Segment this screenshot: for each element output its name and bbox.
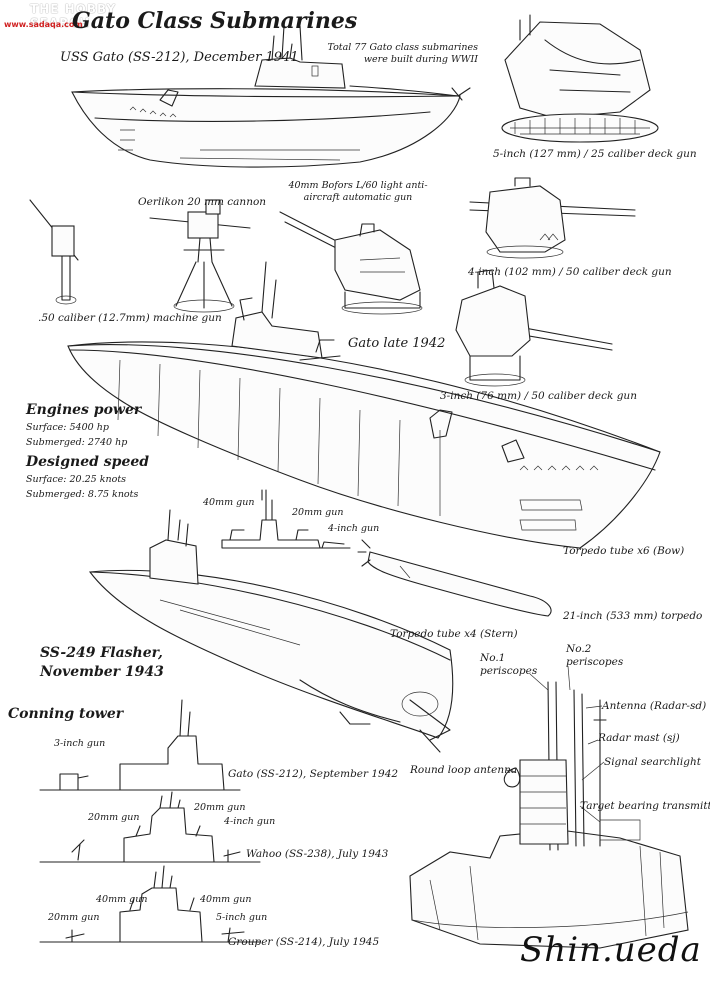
label-mg50: .50 caliber (12.7mm) machine gun (38, 312, 222, 324)
speed-submerged: Submerged: 8.75 knots (26, 489, 139, 500)
mast-searchlight-label: Signal searchlight (604, 756, 701, 768)
gato-1941-subtitle: USS Gato (SS-212), December 1941 (60, 50, 299, 65)
torpedo-drawing (357, 539, 552, 617)
oerlikon-drawing (149, 199, 251, 313)
label-five-inch-gun: 5-inch (127 mm) / 25 caliber deck gun (493, 148, 697, 160)
flasher-label-20mm: 20mm gun (292, 507, 344, 518)
conning-grouper-silhouette (39, 865, 261, 943)
conning-gato-gun: 3-inch gun (54, 738, 106, 749)
mast-leader-lines (505, 665, 605, 823)
conning-gato-caption: Gato (SS-212), September 1942 (228, 768, 399, 780)
mast-no1-label: No.1 (480, 652, 506, 664)
label-three-inch-gun: 3-inch (76 mm) / 50 caliber deck gun (440, 390, 637, 402)
conning-gato-silhouette (39, 699, 241, 791)
label-bofors: 40mm Bofors L/60 light anti-aircraft aut… (288, 180, 428, 203)
engines-surface: Surface: 5400 hp (26, 422, 109, 433)
label-torpedo: 21-inch (533 mm) torpedo (563, 610, 703, 622)
gato-1941-hull (71, 25, 471, 168)
conning-grouper-5inch: 5-inch gun (216, 912, 268, 923)
bridge-masts-drawing (409, 681, 689, 949)
flasher-label-4inch: 4-inch gun (328, 523, 380, 534)
watermark-bottom-text: www.sadaqa.com (4, 20, 83, 29)
engines-title: Engines power (26, 402, 142, 418)
label-oerlikon: Oerlikon 20 mm cannon (138, 196, 267, 208)
conning-wahoo-20mm-a: 20mm gun (88, 812, 140, 823)
mast-radar-label: Radar mast (sj) (598, 732, 680, 744)
mast-tbt-label: Target bearing transmitter (580, 800, 710, 812)
watermark-logo: THE HOBBY SEARCH www.sadaqa.com (0, 0, 140, 36)
conning-grouper-caption: Grouper (SS-214), July 1945 (228, 936, 380, 948)
mg50-drawing (29, 199, 79, 305)
speed-title: Designed speed (26, 454, 150, 470)
conning-wahoo-silhouette (39, 791, 261, 863)
five-inch-gun-drawing (501, 14, 659, 143)
engines-submerged: Submerged: 2740 hp (26, 437, 128, 448)
three-inch-gun-drawing (455, 269, 613, 387)
flasher-label-40mm: 40mm gun (203, 497, 255, 508)
label-stern-tubes: Torpedo tube x4 (Stern) (390, 628, 518, 640)
conning-wahoo-20mm-b: 20mm gun (194, 802, 246, 813)
mast-no2-periscopes: periscopes (566, 656, 624, 668)
total-built-note: Total 77 Gato class submarines were buil… (327, 42, 478, 65)
sheet-title: Gato Class Submarines (72, 8, 358, 34)
conning-grouper-40mm-a: 40mm gun (96, 894, 148, 905)
four-inch-gun-drawing (469, 177, 636, 259)
flasher-deck-inset (221, 489, 351, 549)
conning-wahoo-caption: Wahoo (SS-238), July 1943 (246, 848, 389, 860)
mast-loop-antenna-label: Round loop antenna (410, 764, 518, 776)
conning-grouper-20mm: 20mm gun (48, 912, 100, 923)
conning-grouper-40mm-b: 40mm gun (200, 894, 252, 905)
flasher-hull (88, 509, 454, 753)
label-four-inch-gun: 4-inch (102 mm) / 50 caliber deck gun (468, 266, 672, 278)
speed-surface: Surface: 20.25 knots (26, 474, 127, 485)
flasher-title-line2: November 1943 (40, 664, 164, 680)
watermark-top-text: THE HOBBY SEARCH (30, 2, 117, 30)
conning-title: Conning tower (8, 706, 124, 722)
mast-antenna-label: Antenna (Radar-sd) (602, 700, 707, 712)
gato-late-label: Gato late 1942 (348, 336, 446, 351)
label-bow-tubes: Torpedo tube x6 (Bow) (563, 545, 685, 557)
bofors-drawing (279, 211, 423, 315)
conning-wahoo-4inch: 4-inch gun (224, 816, 276, 827)
gato-late-1942-hull (67, 261, 661, 549)
mast-no2-label: No.2 (566, 643, 592, 655)
mast-no1-periscopes: periscopes (480, 665, 538, 677)
artist-signature: Shin.ueda (520, 930, 702, 970)
flasher-title-line1: SS-249 Flasher, (40, 645, 163, 661)
